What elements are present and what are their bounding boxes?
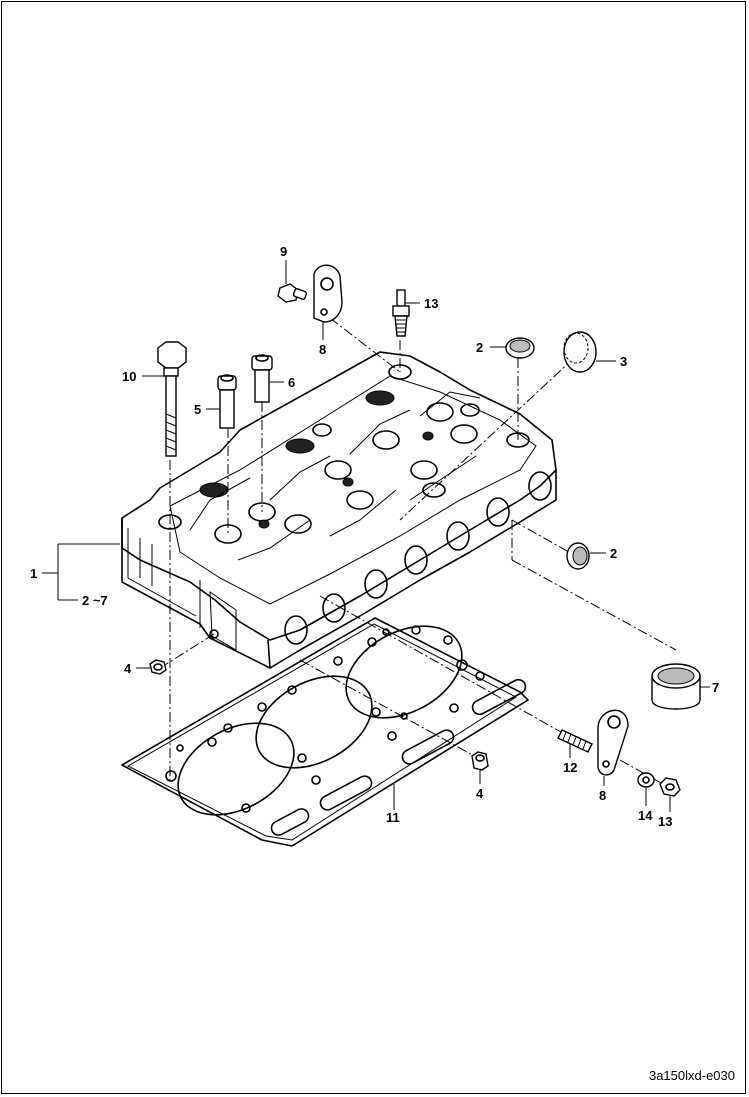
part-6-valve-guide	[251, 354, 273, 403]
part-10-head-bolt	[157, 341, 187, 457]
assembly-centerlines	[159, 317, 677, 789]
part-8-upper-bracket	[313, 264, 343, 323]
part-14-washer	[637, 772, 655, 788]
part-2-seal-upper	[505, 337, 535, 359]
callout-2-upper: 2	[476, 340, 483, 355]
callout-7: 7	[712, 680, 719, 695]
callout-3: 3	[620, 354, 627, 369]
callout-12: 12	[563, 760, 577, 775]
callout-8-lower: 8	[599, 788, 606, 803]
callout-2-lower: 2	[610, 546, 617, 561]
callout-10: 10	[122, 369, 136, 384]
part-7-cup-plug	[651, 663, 701, 710]
leader-lines	[42, 260, 710, 812]
part-13-stud-upper	[392, 289, 410, 337]
callout-5: 5	[194, 402, 201, 417]
part-5-valve-guide	[217, 374, 237, 429]
callout-8-upper: 8	[319, 342, 326, 357]
drawing-reference-code: 3a150lxd-e030	[648, 1068, 735, 1083]
callout-14: 14	[638, 808, 653, 823]
callout-labels: 1 2 ~7 2 3 2 7 4 4 5 6 8 8 9 10 11 12 13…	[30, 244, 719, 829]
callout-1: 1	[30, 566, 37, 581]
part-9-bolt	[277, 283, 308, 303]
callout-4-left: 4	[124, 661, 132, 676]
callout-13-lower: 13	[658, 814, 672, 829]
part-4-nut-left	[149, 659, 167, 675]
part-13-nut-lower	[659, 777, 681, 797]
part-12-stud	[557, 729, 593, 753]
head-gasket	[121, 617, 529, 847]
callout-9: 9	[280, 244, 287, 259]
cylinder-head	[121, 351, 557, 669]
part-3-plug	[563, 331, 597, 373]
part-2-seal-lower	[566, 542, 590, 570]
callout-6: 6	[288, 375, 295, 390]
callout-2-7: 2 ~7	[82, 593, 108, 608]
part-8-lower-bracket	[597, 709, 629, 776]
part-4-nut-right	[471, 751, 489, 771]
callout-11: 11	[386, 810, 400, 825]
callout-4-right: 4	[476, 786, 484, 801]
callout-13-upper: 13	[424, 296, 438, 311]
